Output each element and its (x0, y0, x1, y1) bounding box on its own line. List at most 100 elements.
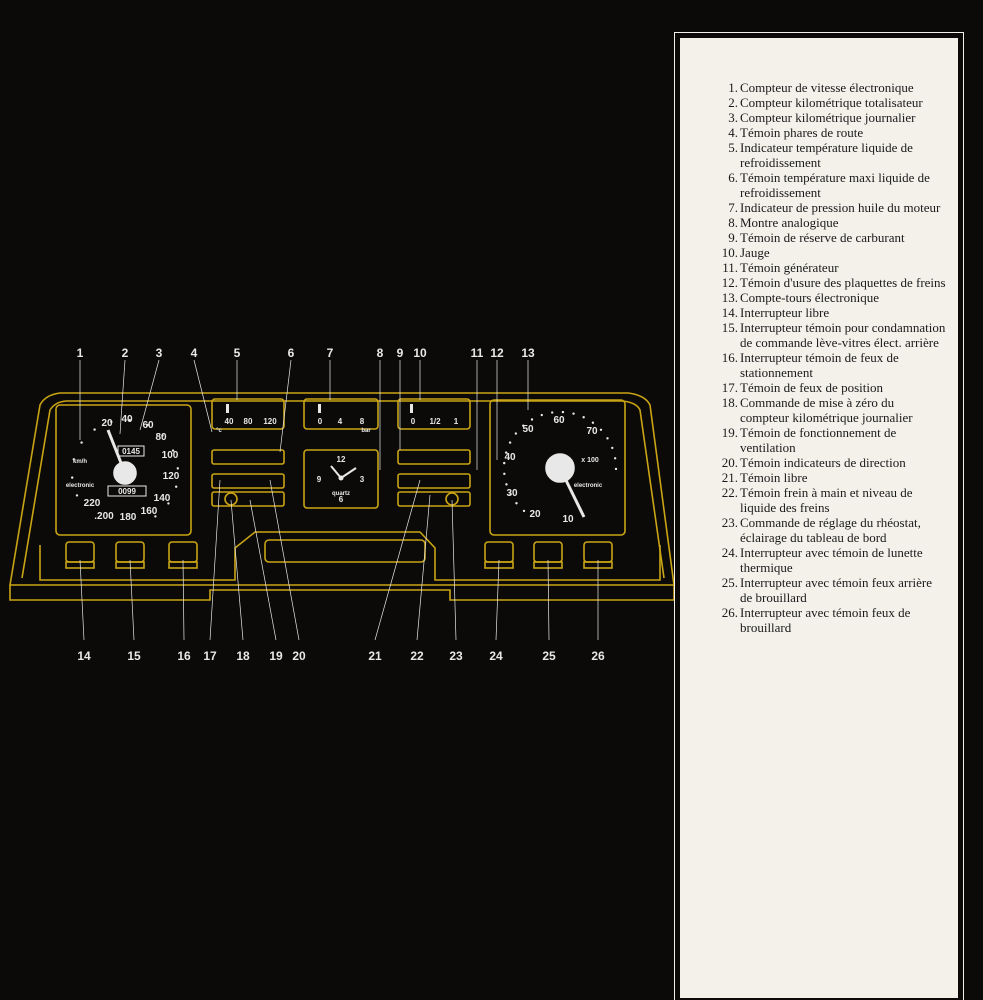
tach-tick-label: 20 (529, 509, 541, 520)
callout-number-bottom: 23 (449, 649, 463, 663)
callout-number-top: 6 (288, 346, 295, 360)
speedometer-needle (106, 429, 127, 474)
legend-number: 25. (721, 575, 738, 590)
warning-light-strip (397, 473, 471, 489)
legend-item: 11.Témoin générateur (680, 260, 946, 275)
legend-item: 15.Interrupteur témoin pour condamnation… (680, 320, 946, 350)
speed-tick-mark (72, 458, 76, 461)
tach-tick-mark (503, 472, 506, 476)
speed-tick-label: 120 (163, 471, 180, 482)
temp-gauge-frame (211, 398, 285, 430)
temp-tick-label: 40 (225, 417, 234, 426)
speed-tick-mark (167, 502, 170, 505)
legend-item: 18.Commande de mise à zéro du compteur k… (680, 395, 946, 425)
console-switch (484, 541, 514, 563)
speed-tick-mark (174, 485, 178, 488)
callout-number-top: 9 (397, 346, 404, 360)
callout-number-bottom: 18 (236, 649, 250, 663)
legend-item: 7.Indicateur de pression huile du moteur (680, 200, 946, 215)
legend-number: 3. (728, 110, 738, 125)
switch-console (39, 531, 661, 581)
callout-leader (79, 559, 85, 641)
legend-text: Commande de réglage du rhéostat, éclaira… (740, 515, 921, 545)
clock-numeral: 12 (337, 455, 346, 464)
tach-tick-mark (505, 483, 508, 486)
clock-minute-hand (340, 467, 357, 479)
callout-leader (451, 499, 457, 641)
legend-item: 19.Témoin de fonctionnement de ventilati… (680, 425, 946, 455)
legend-text: Témoin générateur (740, 260, 839, 275)
legend-number: 22. (721, 485, 738, 500)
speed-unit: km/h (73, 459, 87, 465)
callout-number-top: 2 (122, 346, 129, 360)
oil-tick-label: 8 (360, 417, 365, 426)
callout-number-bottom: 22 (410, 649, 424, 663)
tach-tick-mark (572, 412, 575, 415)
legend-number: 6. (728, 170, 738, 185)
legend-item: 20.Témoin indicateurs de direction (680, 455, 946, 470)
legend-number: 24. (721, 545, 738, 560)
oil-needle (318, 404, 321, 413)
callout-number-bottom: 21 (368, 649, 382, 663)
callout-number-bottom: 24 (489, 649, 503, 663)
console-switch (65, 541, 95, 563)
legend-number: 16. (721, 350, 738, 365)
trip-box (107, 485, 147, 497)
odometer-value: 0145 (122, 447, 140, 456)
console-switch (115, 541, 145, 563)
callout-number-top: 5 (234, 346, 241, 360)
callout-number-bottom: 14 (77, 649, 91, 663)
legend-item: 24.Interrupteur avec témoin de lunette t… (680, 545, 946, 575)
legend-number: 10. (721, 245, 738, 260)
tach-multiplier: x 100 (581, 457, 599, 464)
legend-number: 13. (721, 290, 738, 305)
callout-leader (416, 494, 431, 641)
temp-tick-label: 120 (263, 417, 277, 426)
callout-leader (139, 359, 160, 431)
legend-text: Témoin libre (740, 470, 808, 485)
legend-item: 2.Compteur kilométrique totalisateur (680, 95, 946, 110)
clock-frame (303, 449, 379, 509)
tach-tick-mark (599, 428, 603, 432)
fuel-tick-label: 1 (454, 417, 459, 426)
fuel-tick-label: 1/2 (429, 417, 441, 426)
legend-number: 20. (721, 455, 738, 470)
tach-tick-label: 10 (562, 514, 574, 525)
callout-leader (209, 479, 221, 641)
callout-leader (193, 359, 213, 433)
tach-brand: electronic (574, 483, 603, 489)
legend-item: 8.Montre analogique (680, 215, 946, 230)
legend-number: 9. (728, 230, 738, 245)
legend-number: 5. (728, 140, 738, 155)
legend-item: 17.Témoin de feux de position (680, 380, 946, 395)
legend-number: 1. (728, 80, 738, 95)
legend-item: 13.Compte-tours électronique (680, 290, 946, 305)
callout-number-top: 8 (377, 346, 384, 360)
callout-leader (269, 479, 300, 641)
tach-tick-label: 40 (504, 452, 516, 463)
callout-number-bottom: 25 (542, 649, 556, 663)
legend-text: Indicateur de pression huile du moteur (740, 200, 941, 215)
legend-text: Interrupteur avec témoin feux arrière de… (740, 575, 933, 605)
speed-tick-label: 100 (162, 450, 179, 461)
tach-tick-mark (515, 502, 518, 505)
oil-unit: bar (361, 428, 371, 434)
legend-number: 11. (722, 260, 738, 275)
callout-leader (230, 499, 244, 641)
tach-tick-mark (606, 437, 609, 440)
warning-light-strip (211, 473, 285, 489)
callout-leader (495, 559, 500, 641)
callout-number-top: 1 (77, 346, 84, 360)
speed-tick-mark (161, 434, 164, 437)
legend-item: 5.Indicateur température liquide de refr… (680, 140, 946, 170)
legend-text: Témoin d'usure des plaquettes de freins (740, 275, 946, 290)
legend-number: 21. (721, 470, 738, 485)
speed-tick-label: 20 (101, 418, 113, 429)
legend-text: Commande de mise à zéro du compteur kilo… (740, 395, 913, 425)
fuel-gauge-frame (397, 398, 471, 430)
clock-label: quartz (332, 491, 350, 497)
tach-tick-mark (613, 457, 617, 460)
